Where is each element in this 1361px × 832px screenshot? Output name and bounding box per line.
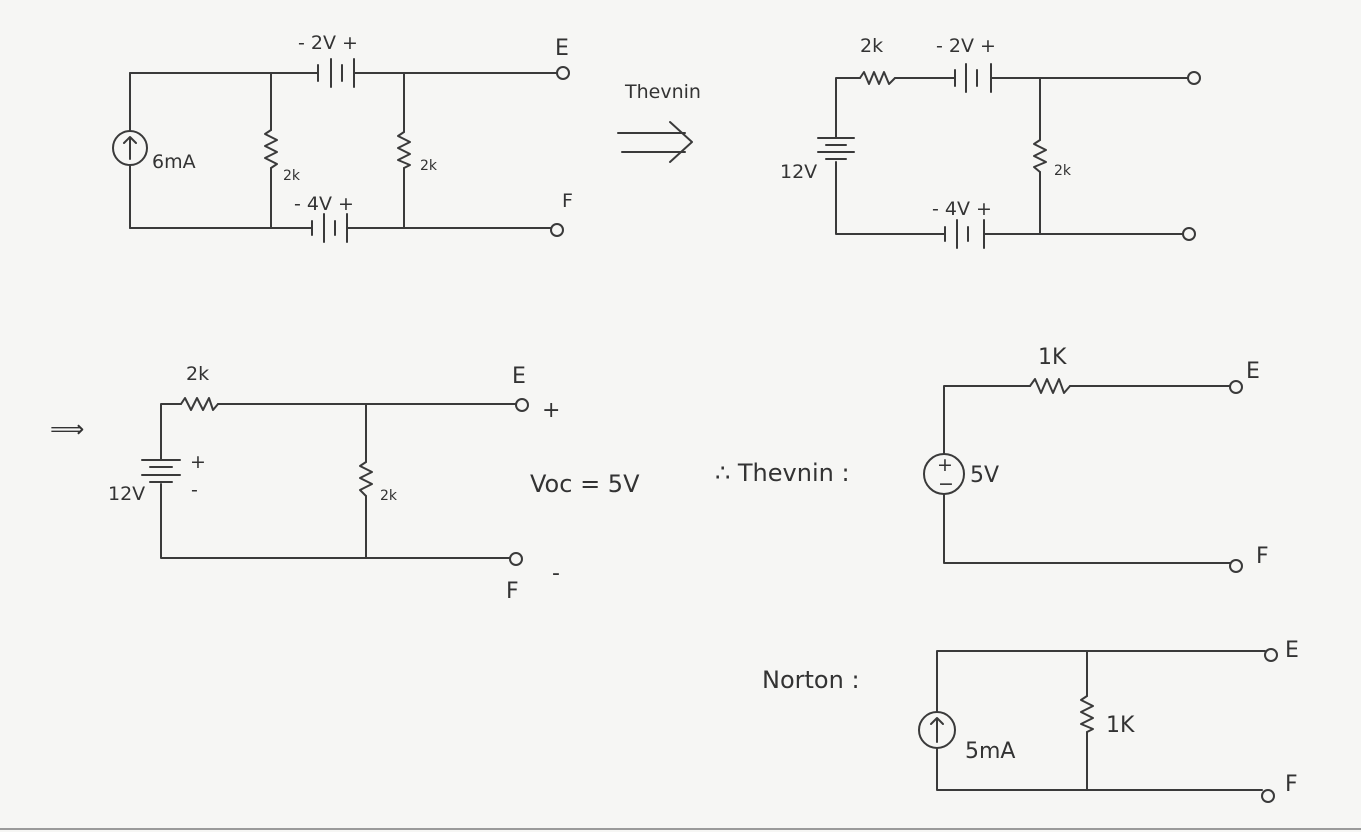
wire-bottom	[160, 483, 511, 559]
wire-bottom	[943, 493, 1231, 564]
thevenin-equivalent: ∴ Thevnin : + − 1K 5V E F	[715, 345, 1269, 573]
minus-label: -	[552, 561, 560, 586]
terminal-top	[1187, 71, 1201, 85]
wire-top	[160, 403, 517, 461]
battery-bottom	[944, 219, 985, 249]
current-source-icon	[918, 711, 956, 749]
terminal-e	[1229, 380, 1243, 394]
terminal-e	[1264, 648, 1278, 662]
terminal-bottom	[1182, 227, 1196, 241]
voltage-source	[817, 137, 855, 160]
terminal-f-label: F	[1256, 544, 1269, 569]
battery-top	[954, 63, 992, 93]
resistor-series-label: 2k	[186, 363, 209, 385]
terminal-f-label: F	[1285, 772, 1298, 797]
source-label: 5mA	[965, 739, 1015, 764]
resistor-shunt	[1033, 139, 1047, 173]
implies-arrow-icon	[617, 121, 693, 163]
battery-bottom	[311, 213, 348, 243]
resistor-series	[180, 397, 219, 411]
battery-top	[317, 58, 355, 88]
resistor	[1080, 695, 1094, 733]
terminal-e	[556, 66, 570, 80]
resistor-series-label: 2k	[860, 35, 883, 57]
wire-bottom	[936, 747, 1263, 791]
resistor-left	[264, 129, 278, 169]
terminal-f-label: F	[506, 579, 519, 604]
norton-caption: Norton :	[762, 666, 860, 694]
battery-bottom-label: - 4V +	[932, 198, 992, 220]
voltage-source	[141, 459, 181, 483]
source-label: 6mA	[152, 151, 196, 173]
wire-bottom	[835, 161, 1184, 235]
wire-top	[936, 650, 1266, 713]
resistor-shunt-label: 2k	[1054, 163, 1072, 179]
source-plus: +	[190, 451, 206, 473]
step-caption: Thevnin	[624, 81, 701, 103]
current-source-icon	[112, 130, 148, 166]
voltage-source-icon: + −	[923, 453, 965, 495]
source-label: 12V	[780, 161, 817, 183]
terminal-e-label: E	[512, 364, 526, 389]
resistor-right-label: 2k	[420, 158, 438, 174]
battery-bottom-label: - 4V +	[294, 193, 354, 215]
battery-top-label: - 2V +	[936, 35, 996, 57]
terminal-f-label: F	[562, 190, 573, 212]
terminal-f	[550, 223, 564, 237]
implies-arrow-icon-2: ⟹	[50, 415, 84, 443]
svg-text:+: +	[937, 454, 953, 476]
resistor-series	[859, 71, 896, 85]
resistor	[1029, 378, 1071, 394]
resistor-shunt-label: 2k	[380, 488, 398, 504]
thevenin-step: Thevnin	[617, 81, 701, 163]
wire-top	[943, 385, 1231, 455]
resistor-label: 1K	[1106, 713, 1135, 738]
source-minus: -	[191, 479, 198, 501]
terminal-f	[1229, 559, 1243, 573]
terminal-e	[515, 398, 529, 412]
terminal-e-label: E	[1246, 359, 1260, 384]
norton-equivalent: Norton : 5mA 1K E F	[762, 638, 1299, 803]
terminal-e-label: E	[555, 36, 569, 61]
battery-top-label: - 2V +	[298, 32, 358, 54]
resistor-left-label: 2k	[283, 168, 301, 184]
wire-top	[835, 77, 1189, 139]
terminal-e-label: E	[1285, 638, 1299, 663]
resistor-label: 1K	[1038, 345, 1067, 370]
thevenin-caption: ∴ Thevnin :	[715, 459, 850, 487]
simplified-circuit: 2k + - 12V 2k E + F -	[108, 363, 560, 604]
terminal-f	[1261, 789, 1275, 803]
source-label: 5V	[970, 463, 999, 488]
resistor-shunt	[359, 461, 373, 497]
original-circuit: 6mA - 2V + - 4V + 2k 2k E F	[112, 32, 573, 243]
resistor-right	[397, 131, 411, 169]
plus-label: +	[542, 398, 560, 423]
svg-text:−: −	[938, 473, 954, 495]
voc-result: Voc = 5V	[530, 470, 640, 498]
terminal-f	[509, 552, 523, 566]
source-label: 12V	[108, 483, 145, 505]
thevenin-step-circuit: 2k - 2V + 12V 2k - 4V +	[780, 35, 1201, 249]
